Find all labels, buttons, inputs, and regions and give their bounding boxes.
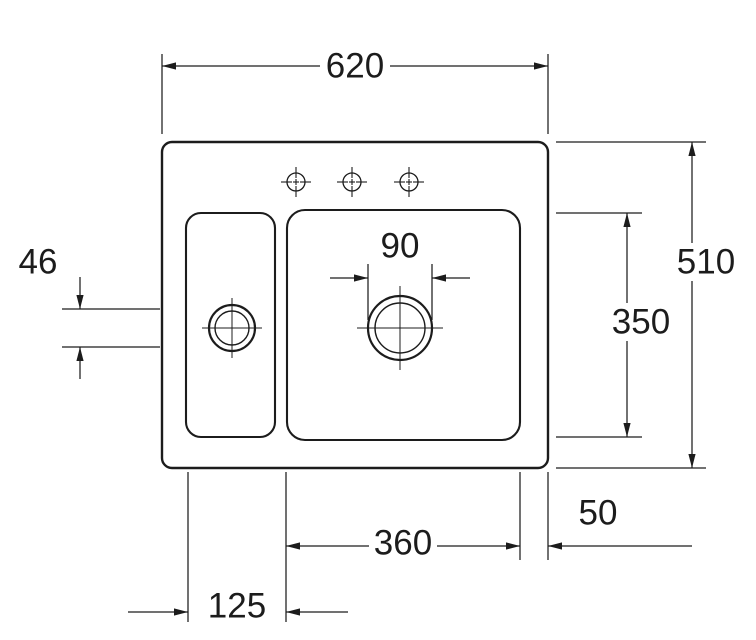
small-bowl-drain: [202, 298, 262, 358]
dim-label-overall-width: 620: [326, 47, 384, 86]
tap-hole-icon: [337, 167, 367, 197]
dim-overall-depth: 510: [556, 141, 735, 469]
arrow-right-icon: [534, 62, 548, 70]
arrow-up-icon: [623, 213, 631, 227]
arrow-left-icon: [286, 542, 300, 550]
arrow-down-icon: [688, 454, 696, 468]
dim-right-margin: 50: [548, 494, 692, 550]
arrow-down-icon: [76, 295, 84, 309]
dim-label-small-bowl-width: 125: [208, 587, 266, 626]
arrow-left-icon: [162, 62, 176, 70]
dim-label-right-margin: 50: [579, 494, 618, 533]
dim-small-bowl-width: 125: [128, 587, 348, 626]
sink-outer-edge: [160, 140, 550, 470]
tap-hole-icon: [394, 167, 424, 197]
dim-label-drain-diameter: 90: [381, 227, 420, 266]
small-bowl: [184, 211, 277, 439]
dim-bowl-depth: 350: [556, 212, 670, 438]
main-bowl-edge: [285, 208, 522, 442]
arrow-up-icon: [688, 142, 696, 156]
arrow-right-icon: [354, 274, 368, 282]
arrow-down-icon: [623, 423, 631, 437]
drain-inner-circle: [374, 302, 426, 354]
tap-hole-icon: [281, 167, 311, 197]
bottom-extension-lines: [187, 472, 549, 622]
arrow-left-icon: [432, 274, 446, 282]
drain-outer-circle: [207, 303, 257, 353]
dim-label-bowl-depth: 350: [612, 303, 670, 342]
arrow-right-icon: [506, 542, 520, 550]
dim-main-bowl-width: 360: [286, 524, 520, 563]
arrow-right-icon: [174, 608, 188, 616]
dim-label-left-drain-offset: 46: [19, 243, 58, 282]
dim-left-drain-offset: 46: [19, 243, 160, 379]
main-bowl-drain: [357, 286, 443, 370]
dim-drain-diameter: 90: [330, 227, 470, 320]
sink-outline: [160, 140, 550, 470]
drain-outer-circle: [366, 294, 434, 362]
main-bowl: [285, 208, 522, 442]
dim-overall-width: 620: [161, 47, 549, 134]
arrow-up-icon: [76, 347, 84, 361]
dim-label-overall-depth: 510: [677, 243, 735, 282]
dim-label-main-bowl-width: 360: [374, 524, 432, 563]
arrow-left-icon: [286, 608, 300, 616]
drain-inner-circle: [214, 310, 250, 346]
small-bowl-edge: [184, 211, 277, 439]
arrow-left-icon: [548, 542, 562, 550]
tap-hole-marks: [281, 167, 424, 197]
